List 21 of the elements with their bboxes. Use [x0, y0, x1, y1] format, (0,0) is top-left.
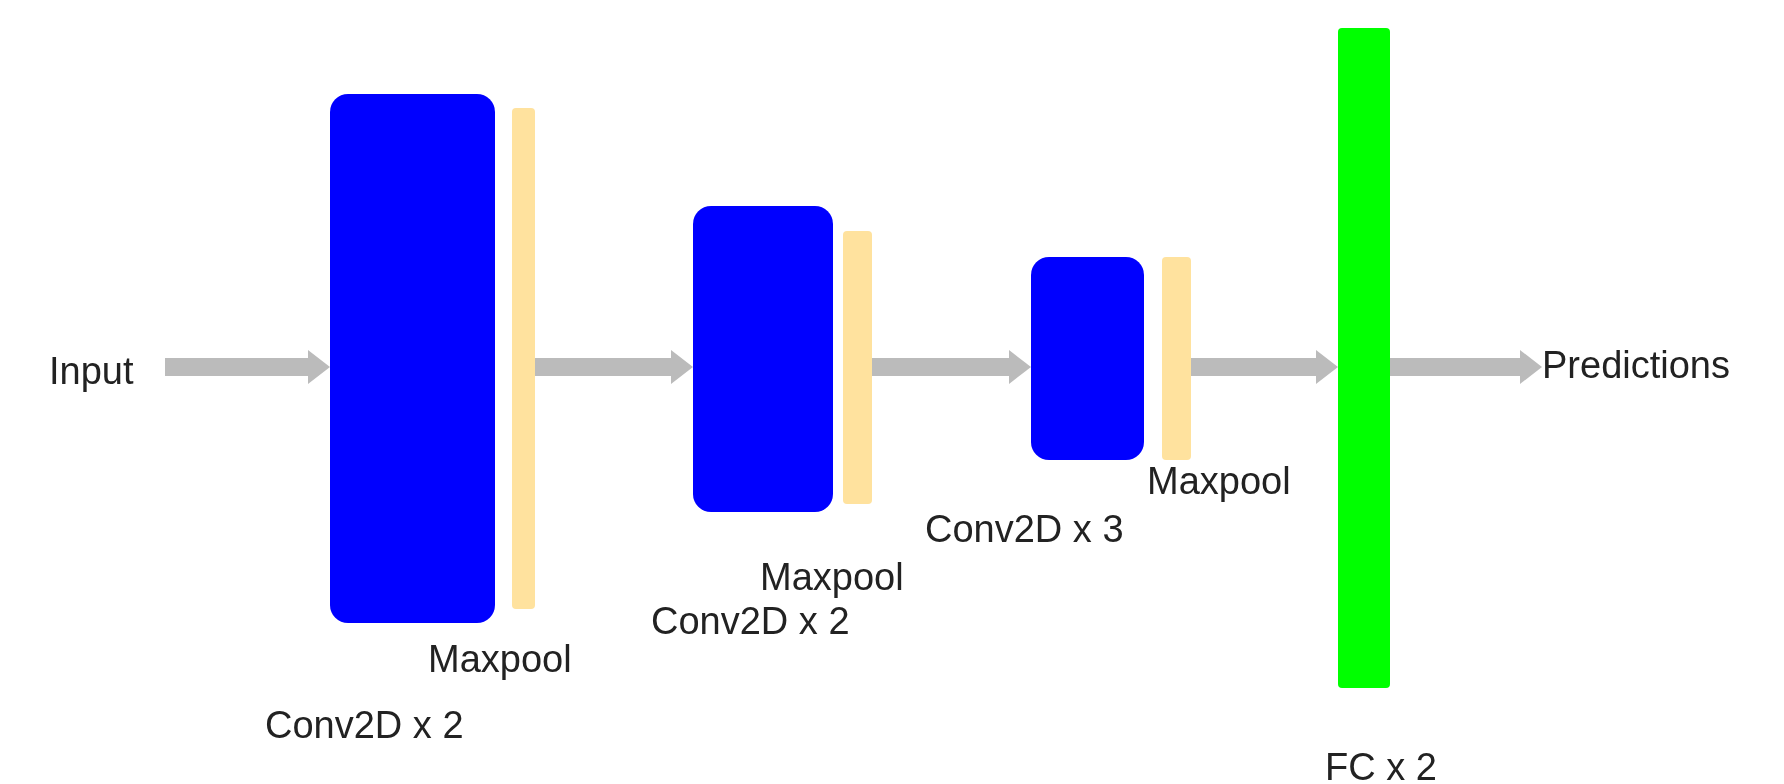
layer-caption: FC x 2	[1325, 748, 1437, 784]
layer-caption: Maxpool	[1147, 462, 1291, 500]
layer-caption: Maxpool	[760, 558, 904, 596]
arrow	[535, 350, 693, 384]
node-label: Predictions	[1542, 346, 1730, 384]
arrow	[1191, 350, 1338, 384]
layer-caption: Conv2D x 3	[925, 510, 1124, 548]
conv-block	[330, 94, 495, 623]
arrow	[1390, 350, 1542, 384]
node-label: Input	[49, 352, 134, 390]
pooling-bar	[512, 108, 535, 609]
pooling-bar	[1162, 257, 1191, 460]
pooling-bar	[843, 231, 872, 504]
arrow	[165, 350, 330, 384]
layer-caption: Conv2D x 2	[265, 706, 464, 744]
dense-layer-bar	[1338, 28, 1390, 688]
layer-caption: Conv2D x 2	[651, 602, 850, 640]
conv-block	[693, 206, 833, 512]
arrow	[872, 350, 1031, 384]
conv-block	[1031, 257, 1144, 460]
layer-caption: Maxpool	[428, 640, 572, 678]
